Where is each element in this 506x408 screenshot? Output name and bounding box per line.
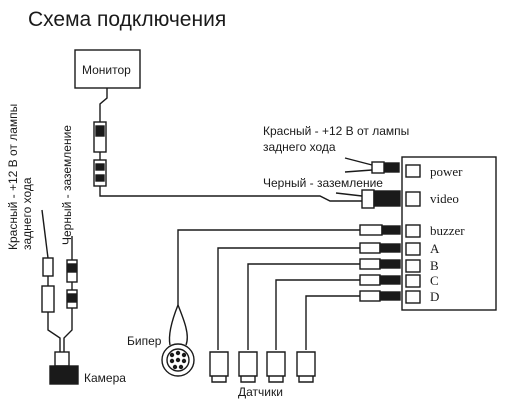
left-red-label-line1: Красный - +12 В от лампы [6,104,20,250]
control-box [401,156,497,311]
port-power-socket [405,164,421,178]
port-c-socket [405,274,421,288]
sensors-group [209,351,316,383]
sensor-plugs [359,242,401,302]
beeper-cable [177,229,360,305]
port-a-socket [405,242,421,256]
port-video-socket [405,191,421,207]
camera-label: Камера [84,371,126,385]
video-ground-connector [335,189,401,209]
left-black-label: Черный - заземление [60,125,74,245]
port-b-label: B [430,258,439,273]
port-buzzer-label: buzzer [430,223,465,238]
red-wire-label-line2: заднего хода [263,140,336,154]
diagram-title: Схема подключения [28,8,226,31]
port-buzzer-socket [405,224,421,238]
port-c-label: C [430,273,439,288]
sensors-label: Датчики [238,385,283,399]
red-wire-label-line1: Красный - +12 В от лампы [263,124,409,138]
monitor-cable [99,88,108,122]
sensor-cable-d [305,295,360,350]
camera-harness [41,209,79,385]
left-red-label-line2: заднего хода [20,177,34,250]
monitor-label: Монитор [82,63,131,77]
port-d-label: D [430,289,439,304]
video-line [99,186,362,202]
sensor-cable-a [217,247,360,350]
power-connector [344,157,400,174]
sensor-cable-b [247,263,360,350]
port-a-label: A [430,241,440,256]
black-wire-label: Черный - заземление [263,176,383,190]
port-video-label: video [430,191,459,206]
monitor-connector [93,121,107,187]
port-b-socket [405,259,421,273]
beeper-label: Бипер [127,334,162,348]
buzzer-connector [359,224,401,236]
beeper [161,304,195,377]
sensor-cable-c [275,279,360,350]
port-d-socket [405,290,421,304]
port-power-label: power [430,164,463,179]
